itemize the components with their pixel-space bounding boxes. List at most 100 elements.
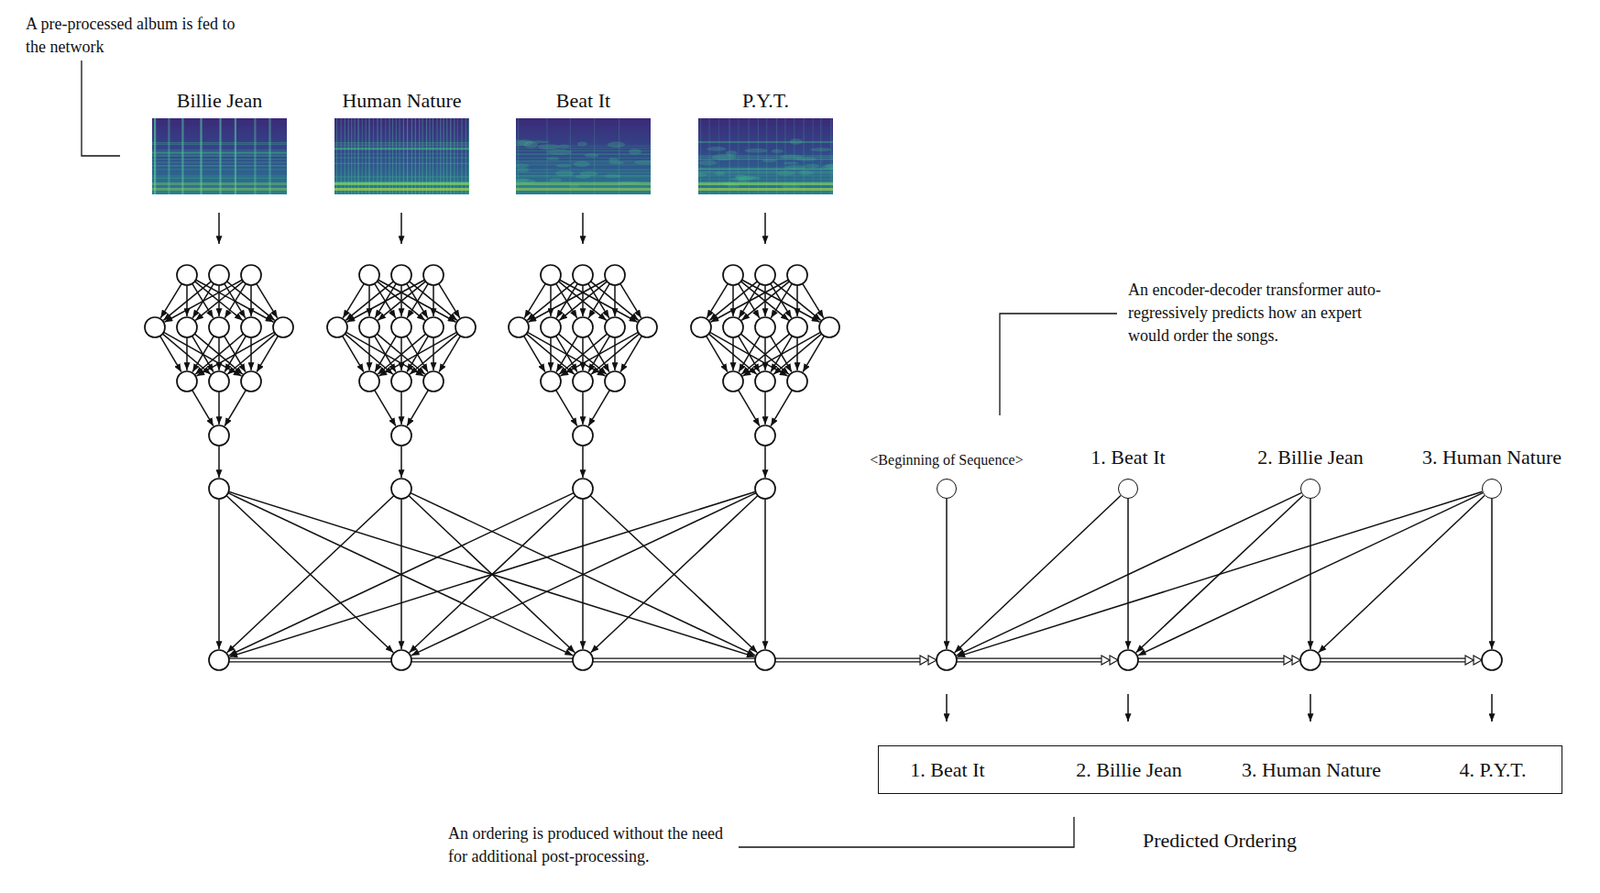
- spectrogram-band: [515, 182, 651, 186]
- spectrogram-blob: [779, 154, 803, 160]
- neuron: [604, 317, 625, 338]
- neuron: [176, 264, 198, 285]
- spectrogram-blob: [608, 161, 625, 165]
- decoder-input: <Beginning of Sequence>: [936, 478, 957, 499]
- sequence-line: [229, 657, 392, 659]
- output-arrow: [1490, 693, 1493, 722]
- spectrogram-blob: [777, 170, 795, 176]
- network-link: [378, 279, 457, 322]
- neuron: [604, 264, 625, 285]
- network-link: [738, 335, 760, 372]
- spectrogram-blob: [516, 167, 530, 173]
- neuron: [241, 371, 262, 392]
- spectrogram-blob: [804, 164, 820, 168]
- note: An ordering is produced without the need…: [448, 821, 742, 868]
- encoder-output: [572, 649, 593, 670]
- spectrogram-band: [515, 188, 651, 190]
- network-link: [556, 335, 578, 372]
- sequence-line: [956, 660, 1103, 662]
- network-link: [742, 279, 821, 322]
- network-link: [342, 283, 364, 318]
- network-link: [549, 337, 552, 371]
- network-link: [195, 281, 243, 320]
- output-arrow: [1309, 693, 1312, 722]
- attention-link: [228, 491, 755, 657]
- spectrogram-bg: [698, 118, 833, 195]
- neuron: [787, 264, 808, 285]
- decoder-token: 1. Beat It: [1090, 445, 1165, 469]
- spectrogram-band: [334, 187, 470, 191]
- sequence-line: [592, 660, 756, 662]
- attention-link: [591, 495, 758, 653]
- neuron: [787, 371, 808, 392]
- neuron: [508, 317, 529, 338]
- network-link: [558, 281, 607, 320]
- neuron: [423, 264, 444, 285]
- sequence-line: [1320, 657, 1467, 659]
- network-link: [591, 333, 639, 374]
- spectrogram-blob: [515, 164, 530, 169]
- neuron: [604, 371, 625, 392]
- spectrogram-blob: [698, 160, 717, 166]
- network-link: [742, 331, 821, 376]
- network-link: [527, 331, 606, 376]
- caption-label: Predicted Ordering: [1142, 826, 1297, 855]
- spectrogram-blob: [607, 142, 626, 148]
- song-title: Billie Jean: [176, 88, 263, 112]
- spectrogram-blob: [555, 170, 574, 177]
- network-link: [741, 281, 790, 320]
- network-link: [374, 335, 396, 372]
- neuron: [787, 317, 808, 338]
- spectrogram-blob: [546, 156, 559, 161]
- network-link: [164, 279, 243, 322]
- spectrogram-bg: [515, 118, 651, 195]
- sequence-line: [956, 657, 1103, 659]
- decoder-input: 2. Billie Jean: [1300, 478, 1321, 499]
- neuron: [455, 317, 476, 338]
- sequence-line: [592, 657, 756, 659]
- network-link: [588, 389, 610, 426]
- spectrogram: [152, 118, 287, 195]
- song-title: Beat It: [556, 88, 611, 112]
- sequence-line: [775, 657, 921, 659]
- neuron: [540, 264, 561, 285]
- note: A pre-processed album is fed to the netw…: [25, 12, 255, 59]
- song-spectrogram: Billie Jean: [152, 118, 287, 195]
- output-arrow: [945, 693, 948, 722]
- network-drawing: [144, 212, 1502, 722]
- spectrogram-blob: [546, 149, 572, 155]
- encoder-output: [391, 649, 412, 670]
- spectrogram-blob: [577, 142, 588, 147]
- network-link: [224, 283, 246, 318]
- sequence-line: [411, 657, 573, 659]
- sequence-head: [920, 655, 929, 665]
- network-link: [738, 389, 760, 426]
- network-link: [706, 283, 728, 318]
- network-link: [218, 445, 220, 478]
- sequence-head: [1473, 655, 1482, 665]
- attention-link: [954, 495, 1121, 653]
- network-link: [588, 283, 610, 318]
- sequence-head: [1109, 655, 1118, 665]
- network-link: [218, 391, 220, 425]
- neuron: [690, 317, 712, 338]
- sequence-head: [1465, 655, 1474, 665]
- network-link: [770, 389, 792, 426]
- attention-link: [956, 493, 1302, 656]
- spectrogram-blob: [745, 148, 768, 154]
- sequence-head: [1292, 655, 1301, 665]
- encoder-output: [208, 649, 230, 670]
- network-link: [160, 283, 182, 318]
- spectrogram: [515, 118, 651, 195]
- neuron: [723, 317, 744, 338]
- spectrogram-blob: [789, 138, 803, 145]
- spectrogram: [334, 118, 470, 195]
- network-link: [581, 445, 584, 478]
- spectrogram-blob: [821, 164, 833, 170]
- network-link: [406, 283, 428, 318]
- input-arrow: [764, 212, 767, 244]
- neuron: [572, 317, 593, 338]
- network-link: [164, 331, 242, 376]
- network-link: [378, 331, 457, 376]
